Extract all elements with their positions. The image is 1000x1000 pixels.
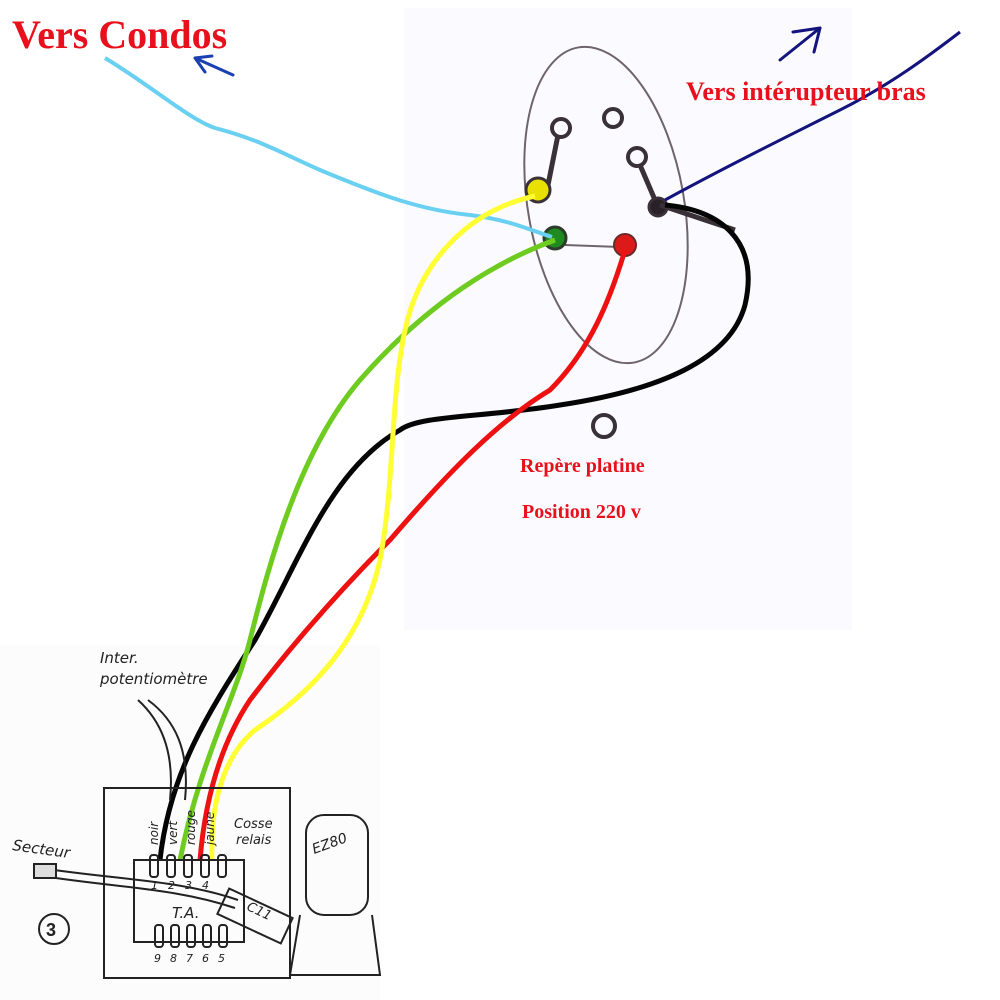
ta-plate: [133, 859, 245, 943]
platine-card: [404, 8, 852, 630]
terminal-link: [637, 164, 658, 201]
bottom-pin-number: 9: [154, 952, 161, 965]
condos-label: Vers Condos: [12, 12, 227, 57]
top-pin-number: 4: [202, 879, 209, 892]
repere-label: Repère platine: [520, 455, 645, 477]
schematic: [33, 699, 382, 979]
bottom-pin-number: 6: [202, 952, 209, 965]
terminal-link: [545, 134, 561, 186]
inter-label: Inter.: [100, 649, 139, 667]
figure-number-circle: [38, 913, 70, 945]
potentiometre-label: potentiomètre: [99, 670, 208, 688]
bottom-pins: [154, 924, 228, 948]
cosse-label: Cosse: [234, 817, 273, 832]
yellow-wire: [209, 193, 536, 861]
wire-label-noir: noir: [147, 821, 161, 845]
position-label: Position 220 v: [522, 501, 641, 523]
bottom-pin-number: 8: [170, 952, 177, 965]
green-terminal: [542, 225, 568, 251]
cyan-wire: [103, 56, 553, 239]
interrupteur-label: Vers intérupteur bras: [686, 77, 926, 106]
ez80-tube: [305, 814, 369, 916]
green-wire: [177, 237, 556, 861]
inter-potentiometre-leads: [137, 699, 187, 801]
bottom-pin-number: 7: [186, 952, 193, 965]
top-pin-number: 2: [168, 879, 175, 892]
wire-label-rouge: rouge: [184, 810, 198, 845]
relais-label: relais: [236, 833, 272, 848]
secteur-cable: [39, 867, 239, 909]
bottom-pin-number: 5: [218, 952, 225, 965]
arrow-interrupteur-icon: [778, 26, 822, 62]
black-wire: [157, 202, 751, 861]
reference-hole: [591, 413, 617, 439]
red-wire: [197, 249, 628, 861]
top-pin-number: 1: [151, 879, 158, 892]
wire-label-vert: vert: [166, 820, 180, 845]
terminal-post: [602, 107, 624, 129]
terminal-post: [626, 146, 648, 168]
figure-number: 3: [46, 920, 56, 940]
wire-label-jaune: jaune: [203, 812, 217, 847]
top-pin-number: 3: [185, 879, 192, 892]
ta-label: T.A.: [172, 904, 199, 922]
secteur-plug: [33, 863, 57, 879]
tube-bracket: [288, 914, 382, 976]
terminal-post: [550, 117, 572, 139]
navy-wire: [664, 30, 961, 202]
top-pins: [149, 854, 227, 878]
arrow-condos-icon: [193, 54, 235, 77]
relais-frame: [103, 787, 291, 979]
c11-capacitor: [216, 887, 294, 945]
terminal-link: [564, 244, 621, 248]
